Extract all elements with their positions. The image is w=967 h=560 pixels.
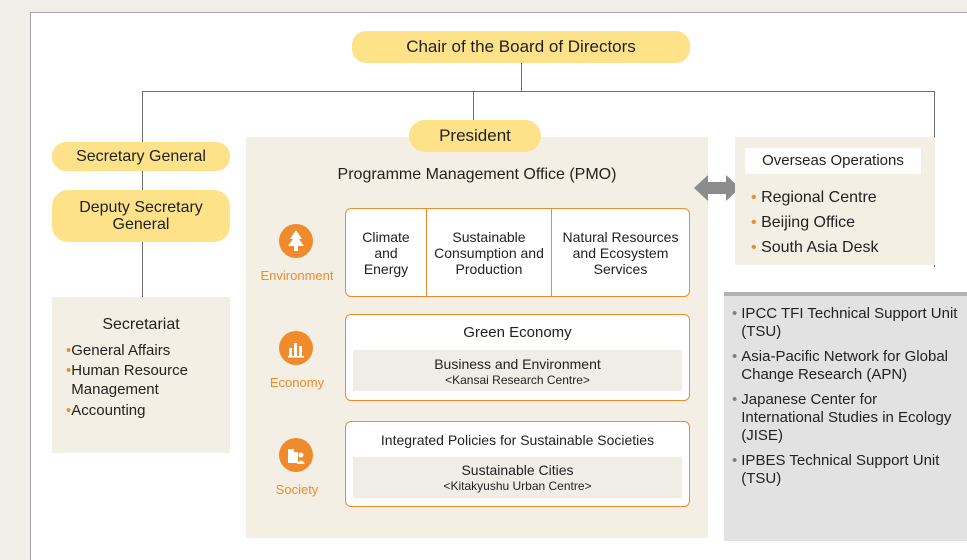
hosted-item: •Japanese Center for International Studi… <box>732 391 952 444</box>
overseas-list: • Regional Centre • Beijing Office • Sou… <box>751 185 878 260</box>
overseas-title: Overseas Operations <box>762 152 904 169</box>
bar-chart-icon <box>279 331 313 365</box>
connector-right-to-overseas <box>934 266 935 267</box>
society-unit: Integrated Policies for Sustainable Soci… <box>380 432 655 448</box>
society-subunit-note: <Kitakyushu Urban Centre> <box>443 479 592 493</box>
hosted-item: •IPCC TFI Technical Support Unit (TSU) <box>732 305 958 340</box>
overseas-box: Overseas Operations • Regional Centre • … <box>735 137 935 265</box>
secretariat-item: •Human Resource Management <box>66 362 188 398</box>
president-box: President <box>409 120 541 152</box>
economy-subunit-note: <Kansai Research Centre> <box>445 373 590 387</box>
environment-label: Environment <box>260 268 334 283</box>
deputy-secretary-general-box: Deputy Secretary General <box>52 190 230 242</box>
double-arrow-icon <box>694 173 740 203</box>
economy-unit: Green Economy <box>463 324 572 341</box>
environment-unit: Sustainable Consumption and Production <box>427 209 552 296</box>
overseas-title-box: Overseas Operations <box>745 148 921 174</box>
environment-unit: Natural Resources and Ecosystem Services <box>562 228 679 277</box>
society-subunit: Sustainable Cities <Kitakyushu Urban Cen… <box>353 457 682 498</box>
chair-label: Chair of the Board of Directors <box>406 37 636 56</box>
hosted-item: •Asia-Pacific Network for Global Change … <box>732 348 948 383</box>
buildings-person-icon <box>279 438 313 472</box>
chair-box: Chair of the Board of Directors <box>352 31 690 63</box>
hosted-list: •IPCC TFI Technical Support Unit (TSU) •… <box>732 305 958 488</box>
tree-icon <box>279 224 313 258</box>
president-label: President <box>439 126 511 145</box>
environment-box: Climate and Energy Sustainable Consumpti… <box>345 208 690 297</box>
society-label: Society <box>275 482 319 497</box>
secretariat-list: •General Affairs •Human Resource Managem… <box>66 341 230 420</box>
hosted-units-box: •IPCC TFI Technical Support Unit (TSU) •… <box>724 292 967 541</box>
secretary-general-box: Secretary General <box>52 142 230 171</box>
secretariat-title: Secretariat <box>102 316 180 333</box>
secretariat-item: •General Affairs <box>66 342 171 359</box>
hosted-item: •IPBES Technical Support Unit (TSU) <box>732 452 940 487</box>
society-subunit-title: Sustainable Cities <box>461 462 574 478</box>
economy-label: Economy <box>269 375 325 390</box>
economy-box: Green Economy Business and Environment <… <box>345 314 690 401</box>
environment-unit: Climate and Energy <box>346 209 427 296</box>
overseas-item: • Beijing Office <box>751 214 856 231</box>
connector-top-horizontal <box>142 91 935 92</box>
overseas-item: • South Asia Desk <box>751 239 879 256</box>
deputy-secretary-general-label: Deputy Secretary General <box>79 199 203 233</box>
overseas-item: • Regional Centre <box>751 189 877 206</box>
secretariat-box: Secretariat •General Affairs •Human Reso… <box>52 297 230 453</box>
economy-subunit: Business and Environment <Kansai Researc… <box>353 350 682 391</box>
economy-subunit-title: Business and Environment <box>434 356 601 372</box>
connector-chair-down <box>521 62 522 92</box>
pmo-title: Programme Management Office (PMO) <box>337 166 617 183</box>
secretariat-item: •Accounting <box>66 402 146 419</box>
secretary-general-label: Secretary General <box>76 148 206 165</box>
connector-president-up <box>473 91 474 121</box>
society-box: Integrated Policies for Sustainable Soci… <box>345 421 690 507</box>
